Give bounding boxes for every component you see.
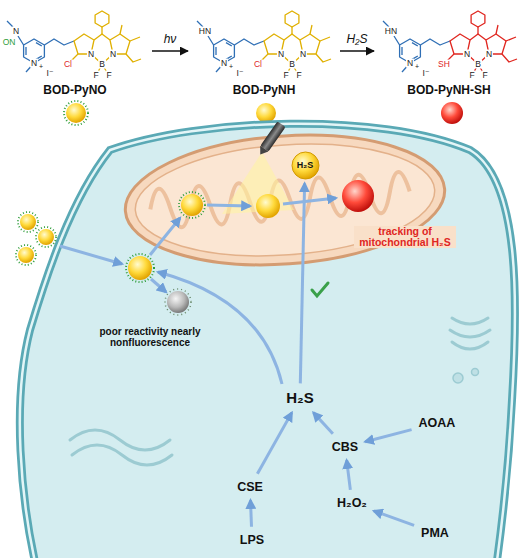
- atom-label: N: [406, 59, 414, 68]
- arrow-label: hν: [162, 33, 179, 46]
- atom-label: +: [228, 63, 234, 70]
- bubble-fill: [292, 152, 319, 179]
- atom-label: F: [282, 71, 289, 80]
- atom-label: Cl: [63, 60, 73, 69]
- node-text: PMA: [421, 526, 449, 540]
- mitochondrion: [121, 125, 449, 275]
- bod-pynh-sh-structure: [383, 11, 517, 74]
- bod-pynh-structure: [197, 11, 331, 74]
- node-text: H₂S: [297, 160, 314, 170]
- reaction-arrow: [340, 50, 374, 52]
- pathway-arrow: [313, 413, 332, 434]
- atom-label: N: [109, 50, 117, 59]
- atom-label: HN: [384, 27, 398, 36]
- enzyme-label: CBS: [329, 438, 361, 456]
- atom-label: N: [299, 50, 307, 59]
- metabolite-label: H₂S: [283, 387, 317, 408]
- node-text: H₂O₂: [337, 496, 367, 510]
- pathway-arrow: [250, 500, 251, 527]
- cell: [20, 124, 515, 558]
- atom-label: HN: [198, 27, 212, 36]
- atom-label: ON: [2, 38, 17, 47]
- atom-label: F: [105, 71, 112, 80]
- result-note: tracking of mitochondrial H₂S: [354, 226, 456, 248]
- atom-label: I⁻: [422, 69, 431, 78]
- atom-label: F: [295, 71, 302, 80]
- node-text: BOD-PyNH: [233, 84, 296, 98]
- metabolite-label: H₂O₂: [334, 494, 370, 512]
- inhibitor-label: AOAA: [416, 414, 459, 432]
- pathway-arrow: [365, 430, 411, 442]
- atom-label: F: [481, 71, 488, 80]
- arrow-label: H₂S: [344, 33, 369, 46]
- flow-arrows: [60, 198, 336, 384]
- atom-label: N: [12, 27, 20, 36]
- atom-label: N: [87, 50, 95, 59]
- atom-label: N: [277, 50, 285, 59]
- pathway-arrow: [300, 183, 304, 383]
- atom-label: F: [92, 71, 99, 80]
- atom-label: N: [220, 59, 228, 68]
- atom-label: Cl: [253, 60, 263, 69]
- node-text: H₂S: [286, 389, 314, 406]
- enzyme-label: CSE: [234, 478, 266, 496]
- h2s-bubble: H₂S: [291, 151, 320, 180]
- atom-label: I⁻: [46, 69, 55, 78]
- node-text: CBS: [332, 440, 358, 454]
- node-text: LPS: [240, 533, 264, 547]
- reaction-arrow: [152, 50, 188, 52]
- node-text: CSE: [237, 480, 263, 494]
- pathway-arrow: [374, 511, 414, 526]
- atom-label: B: [98, 60, 106, 69]
- node-text: AOAA: [419, 416, 456, 430]
- atom-label: I⁻: [236, 69, 245, 78]
- atom-label: B: [288, 60, 296, 69]
- atom-label: B: [474, 60, 482, 69]
- atom-label: F: [468, 71, 475, 80]
- atom-label: N: [463, 50, 471, 59]
- node-text: BOD-PyNO: [43, 84, 106, 98]
- atom-label: +: [414, 63, 420, 70]
- check-mark: [312, 283, 328, 296]
- pathway-arrow: [257, 413, 291, 474]
- pathway-arrow: [347, 460, 351, 490]
- atom-label: +: [38, 63, 44, 70]
- cellular-probes: [16, 180, 374, 315]
- atom-label: N: [485, 50, 493, 59]
- molecule-node: BOD-PyNH: [192, 2, 336, 100]
- note: poor reactivity nearly nonfluorescence: [86, 327, 214, 348]
- atom-label: N: [30, 59, 38, 68]
- node-text: BOD-PyNH-SH: [407, 84, 490, 98]
- stimulant-label: PMA: [418, 524, 452, 542]
- atom-label: SH: [437, 60, 451, 69]
- bod-pyno-structure: [7, 11, 141, 74]
- molecule-node: BOD-PyNO: [2, 2, 148, 100]
- molecule-node: BOD-PyNH-SH: [378, 2, 520, 100]
- organelles: [70, 318, 490, 465]
- stimulant-label: LPS: [237, 531, 267, 549]
